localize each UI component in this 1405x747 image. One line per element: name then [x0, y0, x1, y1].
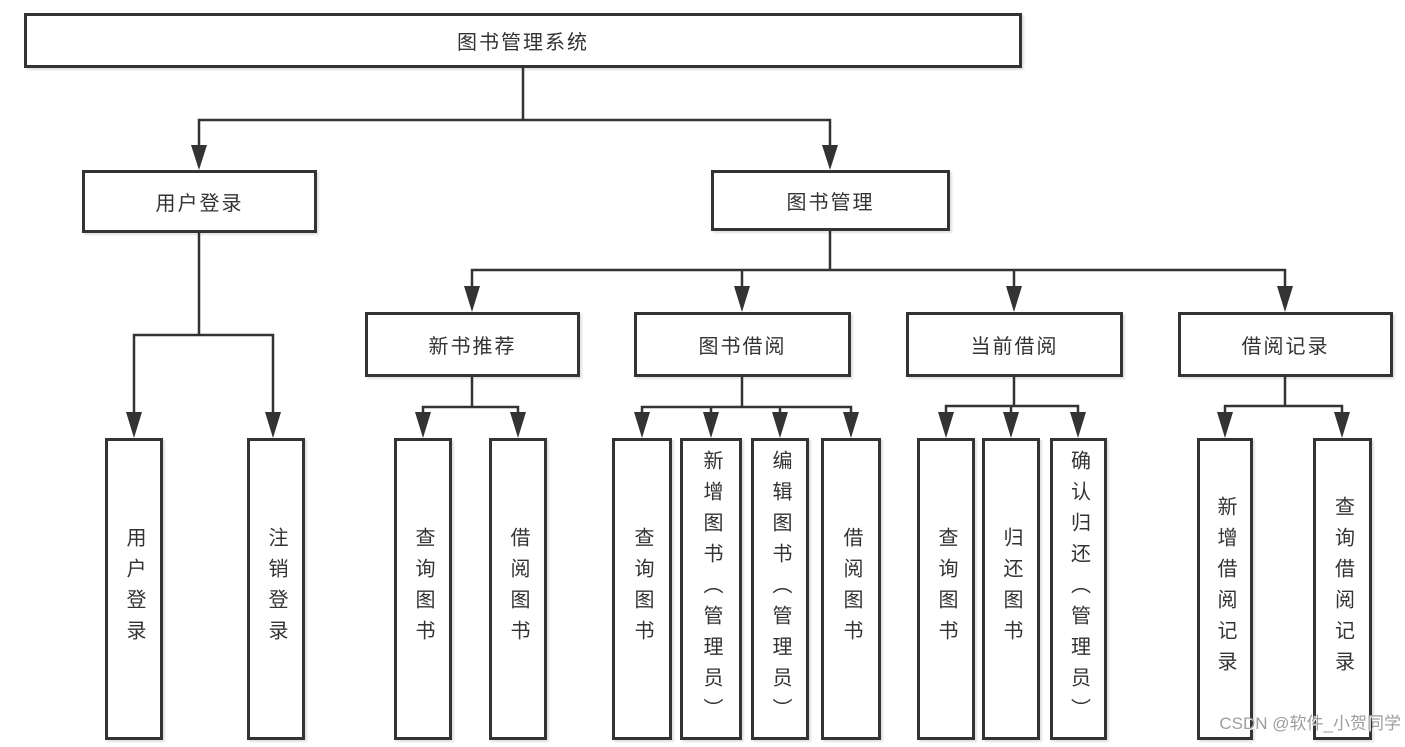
node-label: 图书借阅	[698, 336, 787, 358]
node-label: 新增借阅记录	[1214, 496, 1236, 682]
node-label: 新书推荐	[428, 336, 517, 358]
leaf-borrow-books-borrowing: 借阅图书	[821, 438, 881, 740]
node-book-management: 图书管理	[711, 170, 950, 231]
leaf-query-books-current: 查询图书	[917, 438, 975, 740]
node-label: 查询图书	[631, 527, 653, 651]
leaf-logout: 注销登录	[247, 438, 305, 740]
connector-book-borrowing-to-leaves	[634, 377, 859, 438]
watermark: CSDN @软件_小贺同学	[1219, 714, 1401, 733]
node-label: 查询图书	[412, 527, 434, 651]
connector-user-login-to-leaves	[126, 233, 281, 438]
leaf-add-borrow-record: 新增借阅记录	[1197, 438, 1253, 740]
node-label: 用户登录	[123, 527, 145, 651]
node-label: 用户登录	[155, 193, 244, 215]
node-library-management-system: 图书管理系统	[24, 13, 1022, 68]
node-label: 借阅图书	[507, 527, 529, 651]
connector-root-to-level1	[191, 68, 838, 170]
node-label: 当前借阅	[970, 336, 1059, 358]
node-label: 新增图书（管理员）	[700, 449, 722, 729]
node-label: 查询借阅记录	[1331, 496, 1354, 682]
connector-borrowing-records-to-leaves	[1217, 377, 1350, 438]
connector-book-management-to-level2	[464, 231, 1293, 312]
node-label: 借阅记录	[1241, 336, 1330, 358]
node-label: 图书管理	[786, 192, 875, 214]
leaf-borrow-books-recommendation: 借阅图书	[489, 438, 547, 740]
node-book-borrowing: 图书借阅	[634, 312, 851, 377]
node-label: 归还图书	[1000, 527, 1022, 651]
leaf-query-borrow-record: 查询借阅记录	[1313, 438, 1372, 740]
connector-new-book-recommendation-to-leaves	[415, 377, 526, 438]
leaf-add-book-admin: 新增图书（管理员）	[680, 438, 742, 740]
connector-current-borrowing-to-leaves	[938, 377, 1086, 438]
node-label: 借阅图书	[840, 527, 862, 651]
node-label: 确认归还（管理员）	[1067, 449, 1090, 729]
node-label: 注销登录	[265, 527, 287, 651]
leaf-query-books-borrowing: 查询图书	[612, 438, 672, 740]
node-new-book-recommendation: 新书推荐	[365, 312, 580, 377]
node-label: 查询图书	[935, 527, 957, 651]
node-label: 编辑图书（管理员）	[769, 449, 791, 729]
leaf-user-login: 用户登录	[105, 438, 163, 740]
node-user-login-branch: 用户登录	[82, 170, 317, 233]
leaf-confirm-return-admin: 确认归还（管理员）	[1050, 438, 1107, 740]
leaf-return-books: 归还图书	[982, 438, 1040, 740]
node-label: 图书管理系统	[457, 32, 589, 54]
leaf-query-books-recommendation: 查询图书	[394, 438, 452, 740]
node-current-borrowing: 当前借阅	[906, 312, 1123, 377]
node-borrowing-records: 借阅记录	[1178, 312, 1393, 377]
leaf-edit-book-admin: 编辑图书（管理员）	[751, 438, 809, 740]
